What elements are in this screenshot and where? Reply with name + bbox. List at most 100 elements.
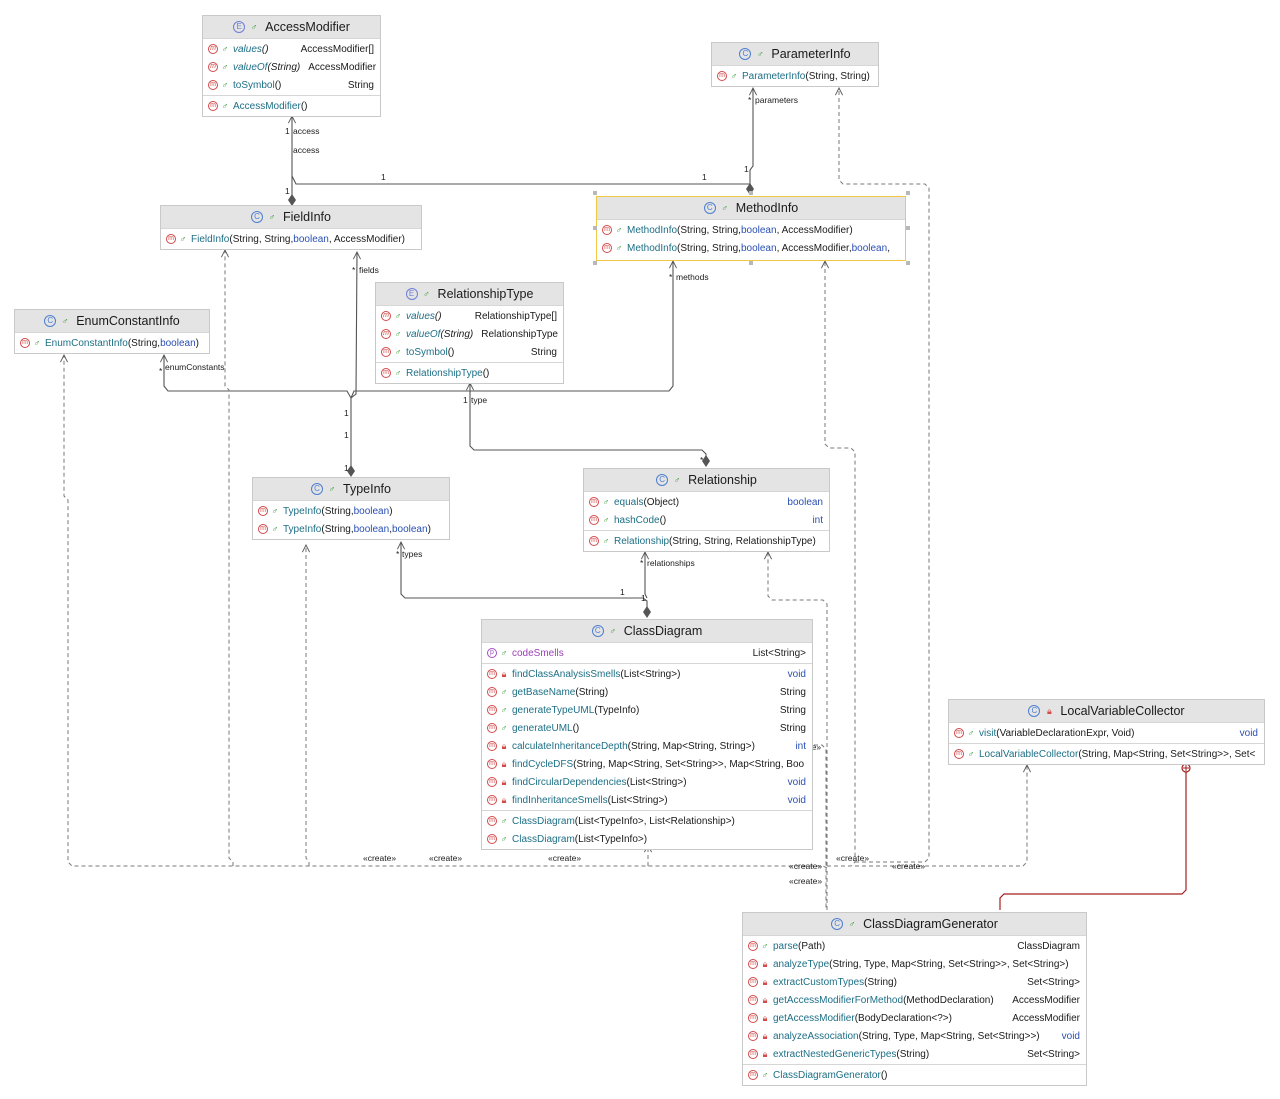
method-row[interactable]: m🔒︎calculateInheritanceDepth(String, Map…: [482, 737, 812, 755]
public-icon: ♂: [848, 919, 856, 929]
resize-handle[interactable]: [749, 191, 753, 195]
constructor-name: AccessModifier: [233, 100, 301, 112]
method-icon: m: [954, 749, 964, 759]
class-header[interactable]: C ♂ ParameterInfo: [712, 43, 878, 65]
class-header[interactable]: C 🔒︎ LocalVariableCollector: [949, 700, 1264, 722]
class-method-info[interactable]: C ♂ MethodInfo m♂MethodInfo(String, Stri…: [596, 196, 906, 261]
method-row[interactable]: m🔒︎findCircularDependencies(List<String>…: [482, 773, 812, 791]
resize-handle[interactable]: [593, 261, 597, 265]
constructor-row[interactable]: m♂ParameterInfo(String, String): [712, 67, 878, 85]
constructor-signature-end: ): [427, 523, 431, 535]
constructor-name: RelationshipType: [406, 367, 483, 379]
method-signature: (): [274, 79, 282, 91]
method-row[interactable]: m♂equals(Object)boolean: [584, 493, 829, 511]
class-header[interactable]: C ♂ MethodInfo: [597, 197, 905, 219]
constructor-name: TypeInfo: [283, 523, 322, 535]
constructor-row[interactable]: m♂AccessModifier(): [203, 97, 380, 115]
constructor-row[interactable]: m♂RelationshipType(): [376, 364, 563, 382]
class-type-info[interactable]: C ♂ TypeInfo m♂TypeInfo(String, boolean)…: [252, 477, 450, 540]
constructor-row[interactable]: m♂ClassDiagram(List<TypeInfo>, List<Rela…: [482, 812, 812, 830]
constructor-row[interactable]: m♂ClassDiagramGenerator(): [743, 1066, 1086, 1084]
constructor-row[interactable]: m♂TypeInfo(String, boolean, boolean): [253, 520, 449, 538]
constructor-row[interactable]: m♂EnumConstantInfo(String, boolean): [15, 334, 209, 352]
resize-handle[interactable]: [593, 226, 597, 230]
constructor-row[interactable]: m♂MethodInfo(String, String, boolean, Ac…: [597, 221, 905, 239]
public-icon: ♂: [500, 816, 508, 826]
method-row[interactable]: m🔒︎findCycleDFS(String, Map<String, Set<…: [482, 755, 812, 773]
class-name: MethodInfo: [735, 201, 799, 215]
method-row[interactable]: m♂hashCode()int: [584, 511, 829, 529]
constructor-row[interactable]: m♂TypeInfo(String, boolean): [253, 502, 449, 520]
constructor-signature-end: , AccessModifier): [776, 224, 853, 236]
method-row[interactable]: m🔒︎extractNestedGenericTypes(String)Set<…: [743, 1045, 1086, 1063]
class-header[interactable]: C ♂ Relationship: [584, 469, 829, 491]
class-field-info[interactable]: C ♂ FieldInfo m♂FieldInfo(String, String…: [160, 205, 422, 250]
constructor-row[interactable]: m♂Relationship(String, String, Relations…: [584, 532, 829, 550]
class-local-variable-collector[interactable]: C 🔒︎ LocalVariableCollector m♂visit(Vari…: [948, 699, 1265, 765]
method-row[interactable]: m♂getBaseName(String)String: [482, 683, 812, 701]
method-row[interactable]: m♂toSymbol()String: [203, 76, 380, 94]
method-row[interactable]: m♂valueOf(String)RelationshipType: [376, 325, 563, 343]
class-relationship[interactable]: C ♂ Relationship m♂equals(Object)boolean…: [583, 468, 830, 552]
class-parameter-info[interactable]: C ♂ ParameterInfo m♂ParameterInfo(String…: [711, 42, 879, 87]
method-row[interactable]: m🔒︎getAccessModifierForMethod(MethodDecl…: [743, 991, 1086, 1009]
constructor-signature: (): [300, 100, 308, 112]
dep-generator-localvariablecollector: [855, 765, 1027, 867]
public-icon: ♂: [221, 101, 229, 111]
public-icon: ♂: [179, 234, 187, 244]
method-row[interactable]: m♂parse(Path)ClassDiagram: [743, 937, 1086, 955]
method-row[interactable]: m♂values()AccessModifier[]: [203, 40, 380, 58]
public-icon: ♂: [602, 536, 610, 546]
class-access-modifier[interactable]: E ♂ AccessModifier m♂values()AccessModif…: [202, 15, 381, 117]
method-row[interactable]: m♂generateTypeUML(TypeInfo)String: [482, 701, 812, 719]
constructor-row[interactable]: m♂FieldInfo(String, String, boolean, Acc…: [161, 230, 421, 248]
class-name: ClassDiagramGenerator: [863, 917, 998, 931]
public-icon: ♂: [500, 687, 508, 697]
method-row[interactable]: m🔒︎analyzeAssociation(String, Type, Map<…: [743, 1027, 1086, 1045]
class-header[interactable]: C ♂ FieldInfo: [161, 206, 421, 228]
resize-handle[interactable]: [906, 191, 910, 195]
method-row[interactable]: m♂values()RelationshipType[]: [376, 307, 563, 325]
return-type: String: [779, 686, 806, 698]
method-row[interactable]: m♂toSymbol()String: [376, 343, 563, 361]
class-header[interactable]: C ♂ ClassDiagram: [482, 620, 812, 642]
method-row[interactable]: m🔒︎getAccessModifier(BodyDeclaration<?>)…: [743, 1009, 1086, 1027]
class-header[interactable]: C ♂ TypeInfo: [253, 478, 449, 500]
method-row[interactable]: m🔒︎extractCustomTypes(String)Set<String>: [743, 973, 1086, 991]
method-row[interactable]: m🔒︎findClassAnalysisSmells(List<String>)…: [482, 665, 812, 683]
class-header[interactable]: C ♂ ClassDiagramGenerator: [743, 913, 1086, 935]
method-row[interactable]: m♂visit(VariableDeclarationExpr, Void)vo…: [949, 724, 1264, 742]
method-name: analyzeAssociation: [773, 1030, 859, 1042]
method-icon: m: [487, 705, 497, 715]
method-row[interactable]: m♂generateUML()String: [482, 719, 812, 737]
public-icon: ♂: [500, 723, 508, 733]
class-header[interactable]: C ♂ EnumConstantInfo: [15, 310, 209, 332]
resize-handle[interactable]: [593, 191, 597, 195]
method-row[interactable]: m🔒︎analyzeType(String, Type, Map<String,…: [743, 955, 1086, 973]
resize-handle[interactable]: [906, 261, 910, 265]
public-icon: ♂: [221, 62, 229, 72]
method-row[interactable]: m🔒︎findInheritanceSmells(List<String>)vo…: [482, 791, 812, 809]
mult-typeinfo-1b: 1: [344, 430, 349, 440]
method-row[interactable]: m♂valueOf(String)AccessModifier: [203, 58, 380, 76]
constructor-row[interactable]: m♂LocalVariableCollector(String, Map<Str…: [949, 745, 1264, 763]
mult-type-1: 1: [463, 395, 468, 405]
class-class-diagram-generator[interactable]: C ♂ ClassDiagramGenerator m♂parse(Path)C…: [742, 912, 1087, 1086]
class-header[interactable]: E ♂ AccessModifier: [203, 16, 380, 38]
mult-classdiagram-1b: 1: [641, 593, 646, 603]
class-enum-constant-info[interactable]: C ♂ EnumConstantInfo m♂EnumConstantInfo(…: [14, 309, 210, 354]
resize-handle[interactable]: [749, 261, 753, 265]
constructor-row[interactable]: m♂ClassDiagram(List<TypeInfo>): [482, 830, 812, 848]
method-signature: (BodyDeclaration<?>): [854, 1012, 952, 1024]
resize-handle[interactable]: [906, 226, 910, 230]
public-icon: ♂: [221, 80, 229, 90]
class-header[interactable]: E ♂ RelationshipType: [376, 283, 563, 305]
method-signature: (String, Type, Map<String, Set<String>>,…: [829, 958, 1069, 970]
create-label-7: «create»: [892, 861, 926, 871]
create-label-1: «create»: [363, 853, 397, 863]
class-relationship-type[interactable]: E ♂ RelationshipType m♂values()Relations…: [375, 282, 564, 384]
method-name: extractNestedGenericTypes: [773, 1048, 897, 1060]
constructor-row[interactable]: m♂MethodInfo(String, String, boolean, Ac…: [597, 239, 905, 257]
